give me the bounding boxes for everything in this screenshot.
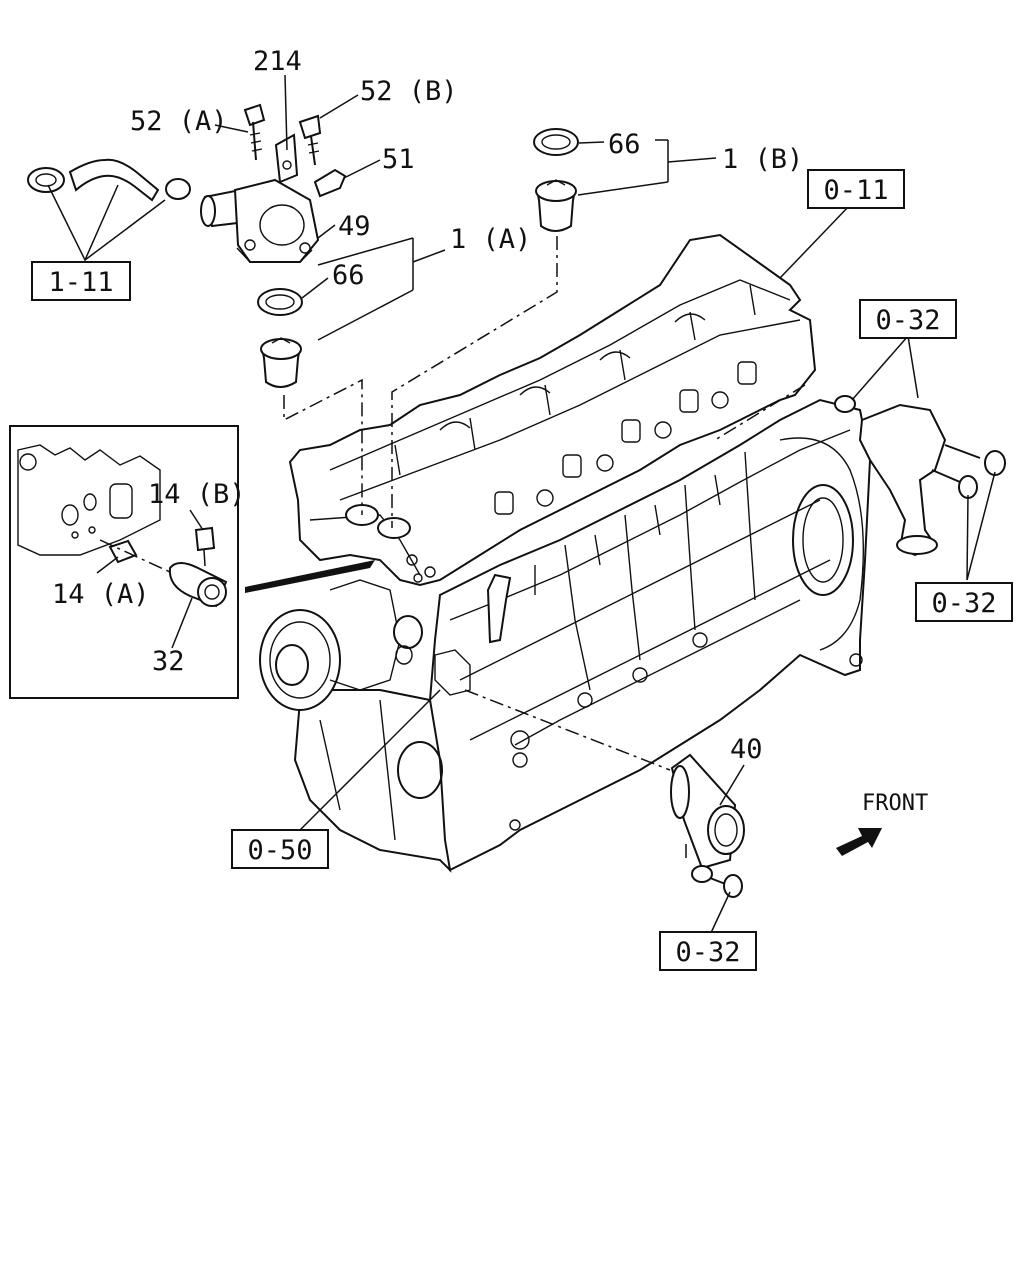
ref-label: 0-32 [875, 305, 940, 336]
ref-box-0-32-bottom: 0-32 [659, 931, 757, 971]
ref-box-1-11: 1-11 [31, 261, 131, 301]
part-label-14a: 14 (A) [52, 579, 150, 610]
part-label-52b: 52 (B) [360, 76, 458, 107]
ref-box-0-32-top: 0-32 [859, 299, 957, 339]
ref-label: 0-32 [675, 937, 740, 968]
part-label-1b: 1 (B) [722, 144, 803, 175]
ref-label: 0-32 [931, 588, 996, 619]
leader-lines [47, 74, 996, 936]
front-arrow-icon [836, 828, 882, 856]
part-label-1a: 1 (A) [450, 224, 531, 255]
ref-box-0-32-right: 0-32 [915, 582, 1013, 622]
part-label-32: 32 [152, 646, 185, 677]
part-label-51: 51 [382, 144, 415, 175]
ref-box-0-50: 0-50 [231, 829, 329, 869]
ref-label: 1-11 [48, 267, 113, 298]
part-label-14b: 14 (B) [148, 479, 246, 510]
assembly-lines [283, 236, 806, 858]
detail-inset [9, 425, 239, 699]
part-label-214: 214 [253, 46, 302, 77]
water-outlet-pipe [834, 395, 1006, 557]
thermostat-housing-group [27, 103, 579, 388]
front-label: FRONT [862, 791, 928, 816]
detail-callout-wedge [245, 560, 375, 593]
ref-label: 0-11 [823, 175, 888, 206]
engine-block [259, 233, 872, 873]
part-label-66-mid: 66 [332, 260, 365, 291]
front-direction-indicator: FRONT [836, 791, 928, 856]
part-label-52a: 52 (A) [130, 106, 228, 137]
part-label-49: 49 [338, 211, 371, 242]
part-label-66-top: 66 [608, 129, 641, 160]
water-pipe-40 [670, 753, 745, 898]
part-label-40: 40 [730, 734, 763, 765]
ref-box-0-11: 0-11 [807, 169, 905, 209]
ref-label: 0-50 [247, 835, 312, 866]
